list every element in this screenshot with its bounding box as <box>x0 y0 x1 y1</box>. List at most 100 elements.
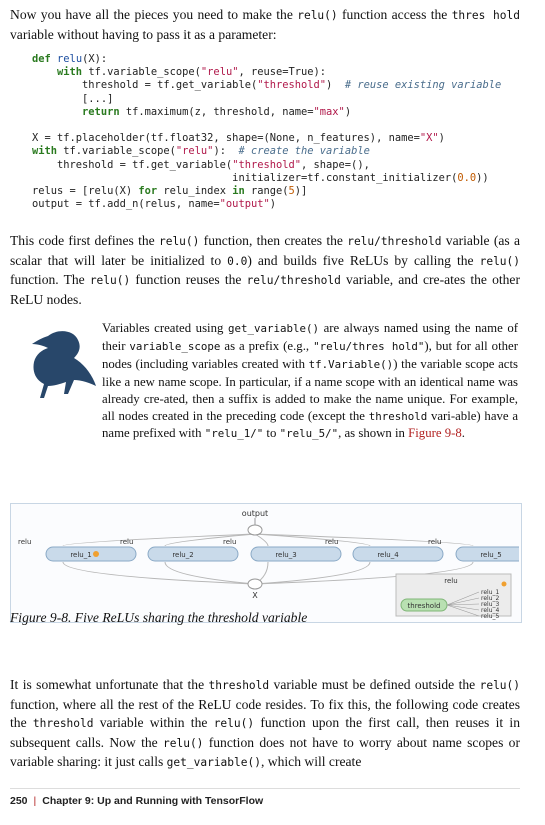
text: variable (as a scalar that will later be… <box>10 233 520 268</box>
text: ) and builds five ReLUs by calling the <box>247 252 480 268</box>
edge-line <box>254 561 371 585</box>
footer-rule <box>10 788 520 789</box>
x-node <box>247 578 263 590</box>
text: variable without having to pass it as a … <box>10 26 277 42</box>
code-line: threshold = tf.get_variable("threshold",… <box>32 158 370 171</box>
inline-code: relu() <box>163 736 204 750</box>
footer-separator: | <box>33 795 37 807</box>
relu-node-label: relu_2 <box>172 551 193 559</box>
scope-label: relu <box>120 538 133 546</box>
inline-code: "relu_1/" <box>204 427 264 441</box>
group-item: relu_2 <box>481 595 499 602</box>
edge-line <box>164 533 256 547</box>
figure-link[interactable]: Figure 9-8 <box>408 426 462 441</box>
scope-label: relu <box>325 538 338 546</box>
scope-label: relu <box>18 538 31 546</box>
edge-line <box>62 561 256 585</box>
edge-line <box>62 533 256 547</box>
text: Variables created using <box>102 321 228 335</box>
inline-code: relu() <box>479 679 521 692</box>
edge-line <box>254 533 474 547</box>
inline-code: threshold <box>32 717 94 730</box>
inline-code: relu() <box>297 9 338 22</box>
code-line: with tf.variable_scope("relu", reuse=Tru… <box>57 66 327 79</box>
code-line: return tf.maximum(z, threshold, name="ma… <box>82 105 352 118</box>
inline-code: relu/threshold <box>347 235 442 248</box>
paragraph-2: It is somewhat unfortunate that the thre… <box>10 676 520 773</box>
inline-code: "relu_5/" <box>279 427 339 441</box>
inline-code: relu() <box>89 274 131 287</box>
inline-code: "relu/thres hold" <box>313 339 425 353</box>
text: . <box>461 426 465 441</box>
text: function access the <box>337 7 452 22</box>
code-block: def relu(X): with tf.variable_scope("rel… <box>32 53 501 211</box>
code-line: with tf.variable_scope("relu"): # create… <box>32 145 370 158</box>
text: , as shown in <box>338 426 409 441</box>
relu-node <box>250 546 342 562</box>
relu-node-label: relu_4 <box>377 551 399 559</box>
text: This code first defines the <box>10 233 159 248</box>
bird-icon <box>32 331 96 398</box>
edge-line <box>164 561 256 585</box>
relu-node <box>147 546 239 562</box>
relu-node-label: relu_5 <box>480 551 501 559</box>
text: Now you have all the pieces you need to … <box>10 7 298 22</box>
paragraph-1: This code first defines the relu() funct… <box>10 232 520 309</box>
relu-node-label: relu_1 <box>70 551 91 559</box>
text: variable, and cre-ates the other ReLU no… <box>10 272 520 307</box>
graph-diagram: outputXrelurelu_1relurelu_2relurelu_3rel… <box>18 509 545 620</box>
edge-line <box>254 533 371 547</box>
text: function, where all the rest of the ReLU… <box>10 696 520 731</box>
relu-node-label: relu_3 <box>275 551 296 559</box>
code-line: X = tf.placeholder(tf.float32, shape=(No… <box>32 132 445 145</box>
text: , which will create <box>260 754 362 769</box>
inline-code: variable_scope <box>129 339 221 353</box>
output-node <box>247 524 263 536</box>
scope-label: relu <box>428 538 441 546</box>
text: as a prefix (e.g., <box>220 338 314 353</box>
text: ) the variable scope acts like a new nam… <box>102 356 518 423</box>
edge-line <box>446 603 480 606</box>
edge-line <box>446 604 480 611</box>
text: function reuses the <box>130 272 247 287</box>
threshold-label: threshold <box>408 602 441 610</box>
text: to <box>263 426 280 441</box>
scope-label: relu <box>223 538 236 546</box>
code-line: threshold = tf.get_variable("threshold")… <box>32 79 502 92</box>
code-line: def relu(X): <box>32 53 108 65</box>
relu-node <box>45 546 137 562</box>
group-item: relu_5 <box>481 613 499 620</box>
figure-caption: Figure 9-8. Five ReLUs sharing the thres… <box>10 610 308 625</box>
edge-line <box>446 597 480 606</box>
inline-code: threshold <box>208 679 270 692</box>
page-number: 250 <box>10 795 28 807</box>
inline-code: relu() <box>158 235 200 248</box>
output-label: output <box>242 509 268 518</box>
edge-line <box>446 604 480 617</box>
inline-code: thres hold <box>451 9 520 22</box>
intro-paragraph: Now you have all the pieces you need to … <box>10 6 520 44</box>
threshold-dot <box>93 551 99 557</box>
code-line: initializer=tf.constant_initializer(0.0)… <box>32 171 489 184</box>
text: function. The <box>10 272 90 287</box>
edge-line <box>254 533 269 547</box>
inline-code: get_variable() <box>227 322 319 335</box>
code-line: [...] <box>32 92 114 105</box>
chapter-title: Chapter 9: Up and Running with TensorFlo… <box>42 795 264 807</box>
text: function, then creates the <box>199 233 348 248</box>
text: function upon the first call, then reuse… <box>10 715 520 750</box>
inline-code: 0.0 <box>227 254 248 268</box>
note-box: Variables created using get_variable() a… <box>10 320 520 492</box>
text: are always named using the name of their <box>102 321 518 353</box>
code-line: relus = [relu(X) for relu_index in range… <box>32 185 308 198</box>
group-item: relu_3 <box>481 601 499 608</box>
relu-node <box>352 546 444 562</box>
inline-code: relu() <box>213 717 255 730</box>
text: variable within the <box>93 715 214 730</box>
inline-code: threshold <box>368 409 428 423</box>
text: variable must be defined outside the <box>269 677 480 692</box>
inline-code: tf.Variable() <box>308 357 394 371</box>
group-dot <box>501 581 507 587</box>
note-text: Variables created using get_variable() a… <box>102 320 518 443</box>
